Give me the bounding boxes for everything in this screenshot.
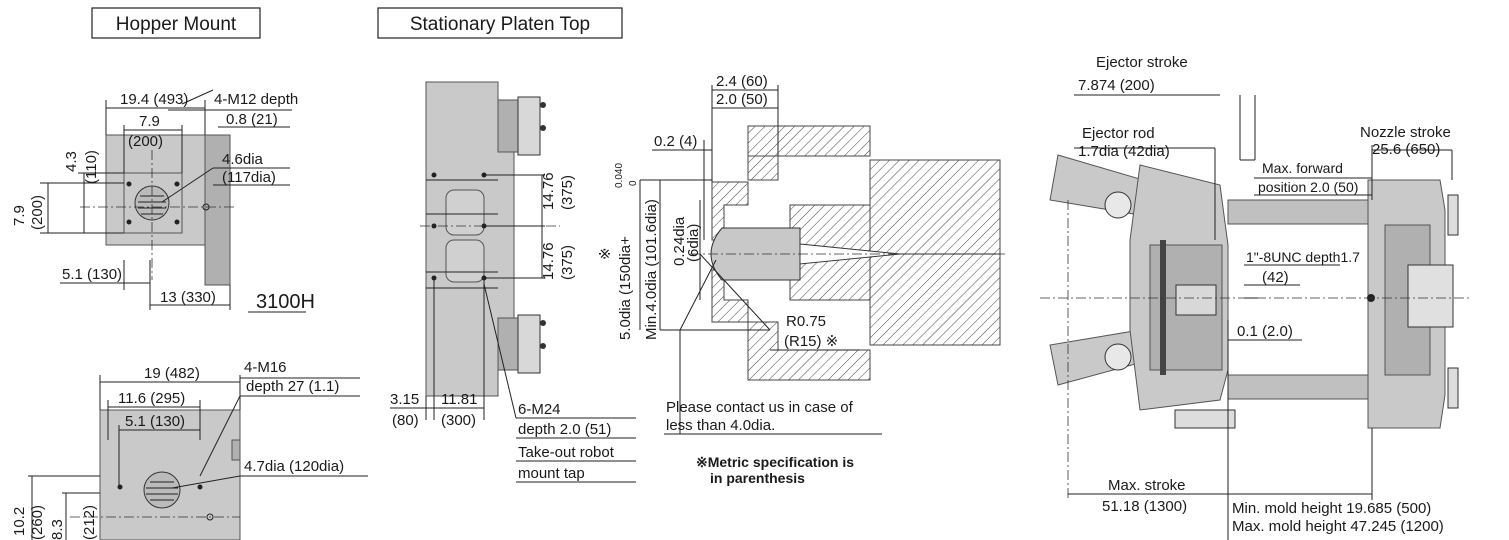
nozzle-inner-dia-mm: (6dia) bbox=[685, 224, 702, 262]
nozzle-tol-hi: 0.040 bbox=[614, 163, 625, 188]
nozzle-inner-dia: 0.24dia bbox=[671, 216, 688, 266]
metric-note-line2: in parenthesis bbox=[710, 470, 805, 486]
nozzle-stroke-value: 25.6 (650) bbox=[1372, 141, 1440, 158]
hopper-bottom-hole-label: 4.7dia (120dia) bbox=[244, 458, 344, 475]
platen-v-a: 14.76 bbox=[540, 172, 557, 210]
machine-drawing bbox=[1040, 94, 1470, 540]
nozzle-outer-dia: 5.0dia (150dia+ bbox=[617, 236, 634, 340]
nozzle-small-dim: 0.2 (4) bbox=[654, 133, 697, 150]
hopper-top-hole-label: 4.6dia bbox=[222, 151, 264, 168]
nozzle-outer-mark: ※ bbox=[597, 247, 614, 260]
machine-section: Ejector stroke 7.874 (200) Ejector rod 1… bbox=[1040, 54, 1470, 540]
hopper-top-tap-depth: 0.8 (21) bbox=[226, 111, 278, 128]
hopper-bottom-width-dim: 19 (482) bbox=[144, 365, 200, 382]
platen-v-b: 14.76 bbox=[540, 242, 557, 280]
ejector-stroke-label: Ejector stroke bbox=[1096, 54, 1188, 71]
platen-h-b-mm: (300) bbox=[441, 412, 476, 429]
hopper-bottom-inner-dim: 5.1 (130) bbox=[125, 413, 185, 430]
ejector-stroke-value: 7.874 (200) bbox=[1078, 77, 1155, 94]
platen-note2: mount tap bbox=[518, 465, 585, 482]
hopper-bottom-tap-label: 4-M16 bbox=[244, 359, 287, 376]
nozzle-contact-line2: less than 4.0dia. bbox=[666, 417, 775, 434]
hopper-top-inner-dim: 7.9 bbox=[139, 113, 160, 130]
platen-note1: Take-out robot bbox=[518, 444, 615, 461]
platen-v-a-mm: (375) bbox=[559, 175, 576, 210]
hopper-top-drawing bbox=[40, 89, 306, 313]
hopper-top-tap-label: 4-M12 depth bbox=[214, 91, 298, 108]
hopper-bottom-v-big: 10.2 bbox=[11, 507, 28, 536]
hopper-top-v-big-mm: (200) bbox=[29, 195, 46, 230]
hopper-top-bottom-dim2: 13 (330) bbox=[160, 289, 216, 306]
nozzle-stroke-label: Nozzle stroke bbox=[1360, 124, 1451, 141]
unc-thread-mm: (42) bbox=[1262, 269, 1289, 286]
hopper-bottom-drawing bbox=[28, 375, 368, 540]
hopper-bottom-tap-depth: depth 27 (1.1) bbox=[246, 378, 339, 395]
nozzle-drawing bbox=[639, 85, 1005, 435]
hopper-top-v-small: 4.3 bbox=[63, 151, 80, 172]
platen-drawing bbox=[390, 81, 636, 483]
platen-tap-label: 6-M24 bbox=[518, 401, 561, 418]
nozzle-top-dim2: 2.0 (50) bbox=[716, 91, 768, 108]
hopper-bottom-v-big-mm: (260) bbox=[29, 505, 46, 540]
nozzle-top-dim1: 2.4 (60) bbox=[716, 73, 768, 90]
platen-h-a-mm: (80) bbox=[392, 412, 419, 429]
hopper-top-inner-dim-mm: (200) bbox=[128, 133, 163, 150]
hopper-top-bottom-dim1: 5.1 (130) bbox=[62, 266, 122, 283]
hopper-top-hole-mm: (117dia) bbox=[222, 169, 276, 186]
nozzle-contact-line1: Please contact us in case of bbox=[666, 399, 854, 416]
hopper-bottom-v-small-mm: (212) bbox=[81, 505, 98, 540]
unc-thread-label: 1"-8UNC depth1.7 bbox=[1246, 249, 1360, 265]
platen-h-b: 11.81 bbox=[441, 391, 477, 408]
hopper-bottom-v-small: 8.3 bbox=[49, 519, 66, 540]
ejector-rod-label: Ejector rod bbox=[1082, 125, 1155, 142]
hopper-top-v-small-mm: (110) bbox=[83, 150, 100, 184]
hopper-top-width-dim: 19.4 (493) bbox=[120, 91, 188, 108]
max-forward-position: position 2.0 (50) bbox=[1258, 179, 1358, 195]
platen-v-b-mm: (375) bbox=[559, 245, 576, 280]
hopper-mount-title-box bbox=[91, 7, 261, 39]
max-mold-height: Max. mold height 47.245 (1200) bbox=[1232, 518, 1444, 535]
max-stroke-label: Max. stroke bbox=[1108, 477, 1186, 494]
hopper-model-label: 3100H bbox=[256, 291, 315, 313]
platen-section: Stationary Platen Top bbox=[377, 7, 636, 483]
min-mold-height: Min. mold height 19.685 (500) bbox=[1232, 500, 1431, 517]
platen-h-a: 3.15 bbox=[390, 391, 419, 408]
hopper-top-v-big: 7.9 bbox=[11, 205, 28, 226]
metric-note-line1: ※Metric specification is bbox=[696, 454, 854, 470]
nozzle-tol-lo: 0 bbox=[628, 180, 639, 186]
nozzle-section: 2.4 (60) 2.0 (50) 0.2 (4) ※ 5.0dia (150d… bbox=[597, 73, 1005, 486]
hopper-mount-title: Hopper Mount bbox=[116, 14, 237, 35]
max-stroke-value: 51.18 (1300) bbox=[1102, 498, 1187, 515]
nozzle-radius: R0.75 bbox=[786, 313, 826, 330]
platen-title-box bbox=[377, 7, 623, 39]
ejector-rod-value: 1.7dia (42dia) bbox=[1078, 143, 1170, 160]
max-forward-label: Max. forward bbox=[1262, 160, 1343, 176]
nozzle-radius-mm: (R15) ※ bbox=[784, 333, 838, 350]
platen-tap-depth: depth 2.0 (51) bbox=[518, 421, 611, 438]
gap-dim: 0.1 (2.0) bbox=[1237, 323, 1293, 340]
nozzle-mid-dia: Min.4.0dia (101.6dia) bbox=[643, 199, 660, 340]
hopper-bottom-mid-dim: 11.6 (295) bbox=[118, 390, 185, 407]
platen-title: Stationary Platen Top bbox=[410, 14, 590, 35]
hopper-mount-section: Hopper Mount bbox=[11, 7, 368, 540]
